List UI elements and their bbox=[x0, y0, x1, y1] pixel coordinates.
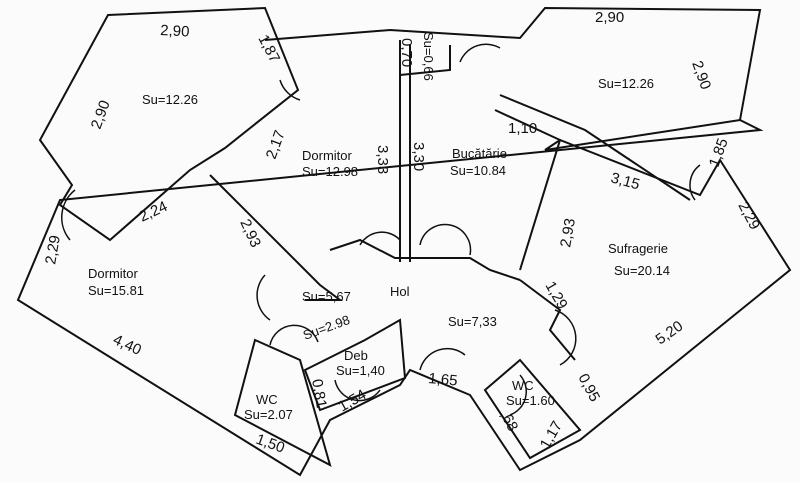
wall-hol-top bbox=[329, 238, 521, 281]
room-area: Su=2.07 bbox=[244, 407, 293, 422]
door-swing bbox=[689, 164, 701, 201]
room-area: Su=20.14 bbox=[614, 263, 670, 278]
door-swing bbox=[554, 309, 577, 366]
room-area: Su=12.26 bbox=[142, 92, 198, 107]
wall-small-closet bbox=[399, 40, 451, 77]
dimension-label: 4,40 bbox=[110, 331, 144, 359]
room-area: Su=12.98 bbox=[302, 164, 358, 179]
dimension-label: 2,90 bbox=[688, 59, 714, 92]
dimension-label: 2,17 bbox=[263, 128, 289, 161]
dimension-label: 3,15 bbox=[609, 169, 642, 193]
door-swing bbox=[334, 379, 381, 402]
dimension-label: 2,90 bbox=[595, 9, 624, 26]
door-swing bbox=[459, 43, 501, 63]
wall-north bbox=[264, 6, 762, 121]
door-swings bbox=[61, 43, 701, 416]
dimension-label: 1,17 bbox=[537, 418, 566, 452]
wall-outer bbox=[16, 118, 792, 477]
dimension-label: 3,33 bbox=[374, 145, 391, 174]
dimension-label: 2,93 bbox=[557, 217, 579, 249]
wall-nw-wing bbox=[38, 6, 300, 242]
wall-wc-west bbox=[233, 338, 332, 467]
dimension-label: 1,29 bbox=[542, 279, 571, 313]
dimensions: 2,90 1,87 2,90 2,17 3,33 3,30 0,70 2,90 … bbox=[42, 9, 763, 457]
door-swing bbox=[256, 274, 271, 321]
room-area: Su=0,66 bbox=[421, 32, 436, 81]
room-name: WC bbox=[512, 378, 534, 393]
wall-wc-east bbox=[483, 358, 582, 460]
door-swing bbox=[419, 347, 466, 371]
dimension-label: 0,70 bbox=[398, 38, 415, 67]
wall-bedroom-north-west bbox=[209, 174, 343, 301]
room-area: Su=2.98 bbox=[301, 312, 352, 343]
dimension-label: 1,87 bbox=[254, 32, 283, 66]
room-name: Dormitor bbox=[302, 148, 353, 163]
room-name: Bucătărie bbox=[452, 146, 507, 161]
dimension-label: 1,10 bbox=[508, 120, 537, 137]
dimension-label: 2,29 bbox=[734, 199, 763, 233]
dimension-label: 1,65 bbox=[428, 370, 459, 389]
dimension-label: 3,30 bbox=[410, 142, 427, 171]
door-swing bbox=[279, 79, 301, 101]
room-area: Su=7,33 bbox=[448, 314, 497, 329]
dimension-label: 5,20 bbox=[653, 318, 687, 349]
dimension-label: 1,85 bbox=[706, 136, 732, 169]
room-name: Deb bbox=[344, 348, 368, 363]
room-area: Su=10.84 bbox=[450, 163, 506, 178]
room-area: Su=5,67 bbox=[302, 289, 351, 304]
room-area: Su=1.60 bbox=[506, 393, 555, 408]
dimension-label: 0,81 bbox=[308, 378, 330, 410]
door-swing bbox=[269, 324, 319, 346]
dimension-label: 2,93 bbox=[236, 217, 264, 251]
door-swing bbox=[419, 223, 472, 256]
room-name: Sufragerie bbox=[608, 241, 668, 256]
walls bbox=[16, 6, 792, 477]
wall-kitchen-east bbox=[494, 109, 562, 271]
dimension-label: 2,90 bbox=[160, 22, 190, 41]
dimension-label: 2,29 bbox=[42, 234, 64, 266]
room-name: WC bbox=[256, 392, 278, 407]
door-swing bbox=[61, 189, 76, 241]
room-area: Su=1,40 bbox=[336, 363, 385, 378]
room-area: Su=15.81 bbox=[88, 283, 144, 298]
door-swing bbox=[509, 374, 527, 416]
room-name: Dormitor bbox=[88, 266, 139, 281]
dimension-label: 1,54 bbox=[336, 386, 370, 415]
dimension-label: 0,95 bbox=[574, 371, 603, 405]
wall-living-hall bbox=[519, 279, 576, 361]
wall-deb bbox=[303, 318, 407, 412]
dimension-label: 1,50 bbox=[254, 431, 287, 457]
room-area: Su=12.26 bbox=[598, 76, 654, 91]
door-swing bbox=[359, 231, 401, 246]
dimension-label: 2,90 bbox=[88, 98, 114, 131]
dimension-label: 2,24 bbox=[137, 198, 171, 226]
room-name: Hol bbox=[390, 284, 410, 299]
wall-ne-inner bbox=[499, 94, 691, 201]
